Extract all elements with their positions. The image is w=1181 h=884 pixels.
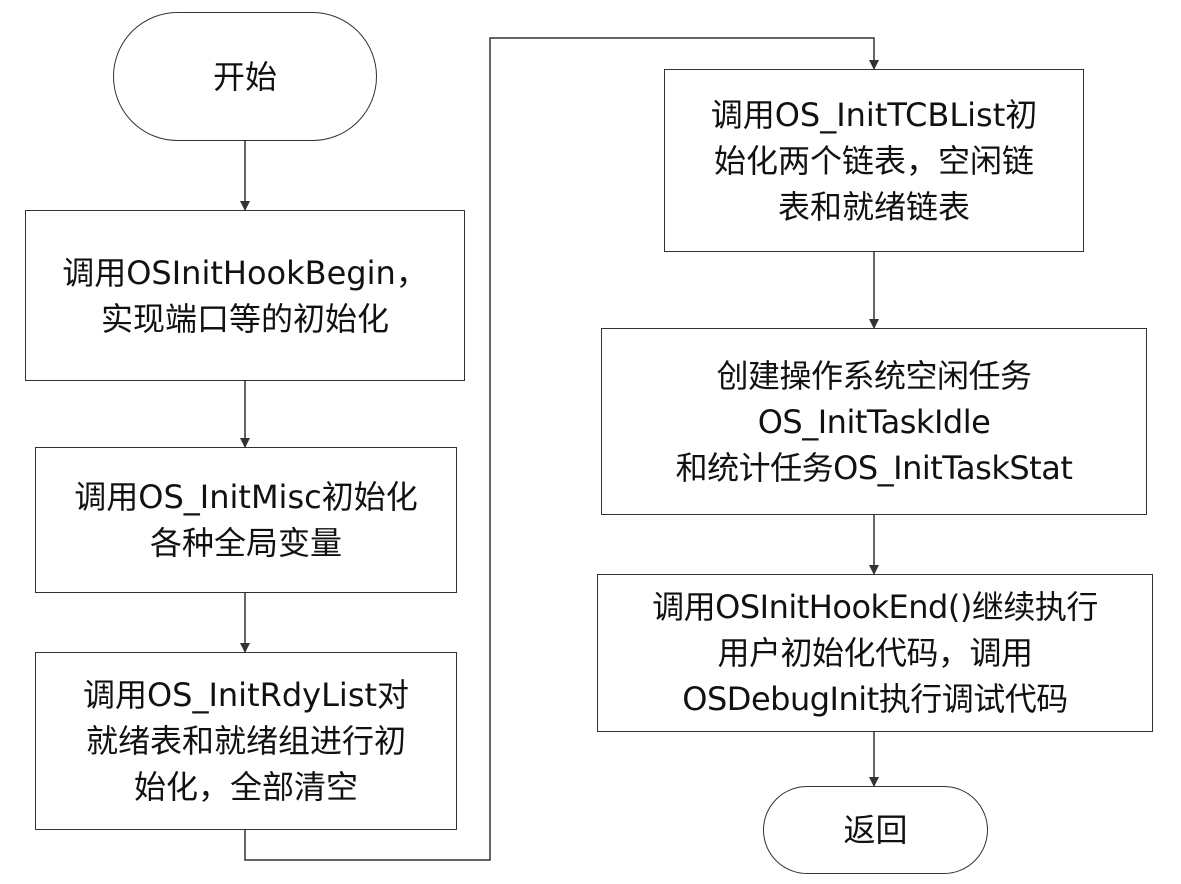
node-init-misc-line-1: 调用OS_InitMisc初始化 — [74, 478, 418, 516]
node-init-rdylist-line-1: 调用OS_InitRdyList对 — [82, 676, 410, 714]
node-start: 开始 — [113, 12, 377, 141]
node-init-misc-line-2: 各种全局变量 — [149, 524, 342, 562]
node-init-rdylist: 调用OS_InitRdyList对 就绪表和就绪组进行初 始化，全部清空 — [35, 652, 457, 830]
node-return-line-1: 返回 — [843, 811, 908, 849]
node-init-misc: 调用OS_InitMisc初始化 各种全局变量 — [35, 447, 457, 593]
node-init-tcblist-line-3: 表和就绪链表 — [777, 187, 970, 226]
node-create-tasks-line-3: 和统计任务OS_InitTaskStat — [675, 448, 1073, 487]
node-hook-begin-line-1: 调用OSInitHookBegin， — [62, 253, 428, 292]
node-init-tcblist-line-1: 调用OS_InitTCBList初 — [710, 95, 1038, 134]
node-init-rdylist-line-2: 就绪表和就绪组进行初 — [85, 722, 406, 760]
node-hook-end: 调用OSInitHookEnd()继续执行 用户初始化代码，调用 OSDebug… — [597, 574, 1153, 732]
node-hook-end-line-1: 调用OSInitHookEnd()继续执行 — [652, 588, 1098, 626]
node-create-tasks-line-2: OS_InitTaskIdle — [757, 402, 991, 441]
node-hook-end-line-3: OSDebugInit执行调试代码 — [682, 680, 1068, 718]
node-init-tcblist-line-2: 始化两个链表，空闲链 — [713, 141, 1034, 180]
node-hook-begin-line-2: 实现端口等的初始化 — [100, 299, 389, 338]
node-init-tcblist: 调用OS_InitTCBList初 始化两个链表，空闲链 表和就绪链表 — [664, 69, 1084, 252]
node-init-rdylist-line-3: 始化，全部清空 — [133, 768, 358, 806]
node-return: 返回 — [763, 786, 988, 874]
node-create-tasks-line-1: 创建操作系统空闲任务 — [716, 356, 1032, 395]
node-start-line-1: 开始 — [212, 57, 277, 96]
node-hook-end-line-2: 用户初始化代码，调用 — [717, 634, 1033, 672]
node-create-tasks: 创建操作系统空闲任务 OS_InitTaskIdle 和统计任务OS_InitT… — [601, 328, 1147, 515]
arrow-init-rdylist-to-init-tcblist — [244, 37, 879, 861]
node-hook-begin: 调用OSInitHookBegin， 实现端口等的初始化 — [25, 210, 465, 381]
